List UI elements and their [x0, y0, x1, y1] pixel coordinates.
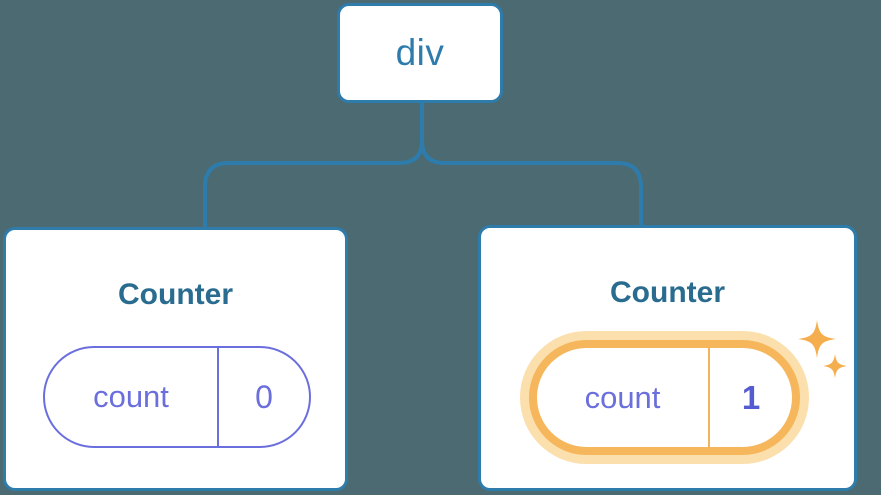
connector-right-branch — [420, 101, 643, 228]
counter-title: Counter — [118, 278, 233, 311]
root-node-label: div — [395, 32, 445, 73]
sparkle-icon — [798, 320, 847, 378]
counter-card-right: Counter count 1 — [478, 225, 857, 491]
state-pill-highlighted: count 1 — [529, 340, 800, 455]
counter-title: Counter — [610, 276, 725, 309]
state-key-label: count — [93, 379, 169, 414]
connector-left-branch — [203, 101, 424, 230]
root-node-div: div — [337, 3, 503, 103]
state-key-label: count — [584, 379, 661, 415]
sparkle-small — [823, 354, 847, 378]
sparkle-large — [798, 320, 836, 358]
state-pill: count 0 — [43, 346, 311, 448]
state-value-label: 1 — [708, 348, 792, 447]
state-value-label: 0 — [217, 348, 309, 446]
counter-card-left: Counter count 0 — [3, 227, 348, 491]
